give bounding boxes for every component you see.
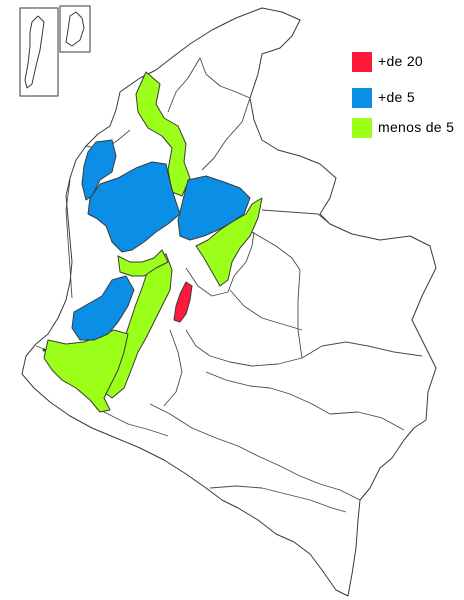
border-boyaca [233,231,255,277]
border-caqueta [149,403,361,501]
island-san-andres[interactable] [24,15,45,89]
border-magdalena [167,57,201,113]
border-meta [229,289,303,331]
border-vaupes [329,411,405,431]
border-casanare [251,231,301,271]
legend-label-mas-de-20: +de 20 [378,53,424,69]
country-outline [21,7,437,597]
colored-departments [43,71,263,413]
border-guaviare-vaupes [205,371,331,415]
border-meta-guaviare [185,329,303,367]
legend-swatch-green [352,118,372,138]
department-risaralda-tolima[interactable] [71,275,135,341]
legend-swatch-blue [352,88,372,108]
island-gorgona [42,348,46,352]
legend-label-menos-de-5: menos de 5 [378,119,455,135]
border-cesar [201,97,251,171]
legend-swatch-red [352,52,372,72]
border-guainia [301,341,423,359]
department-antioquia[interactable] [87,161,181,253]
islands-inset [19,5,91,97]
border-arauca [261,209,331,225]
department-bogota[interactable] [173,281,193,323]
department-caldas[interactable] [117,249,169,277]
border-vichada [297,269,303,359]
border-putumayo [95,407,169,437]
department-magdalena-cesar[interactable] [135,71,191,197]
department-santander-boyaca[interactable] [177,175,251,241]
border-cundinamarca [185,267,235,297]
border-la-guajira [199,57,251,99]
border-choco [65,179,73,299]
legend-label-mas-de-5: +de 5 [378,89,415,105]
border-amazonas [209,485,347,513]
island-providencia[interactable] [65,11,85,47]
border-huila [163,329,183,407]
